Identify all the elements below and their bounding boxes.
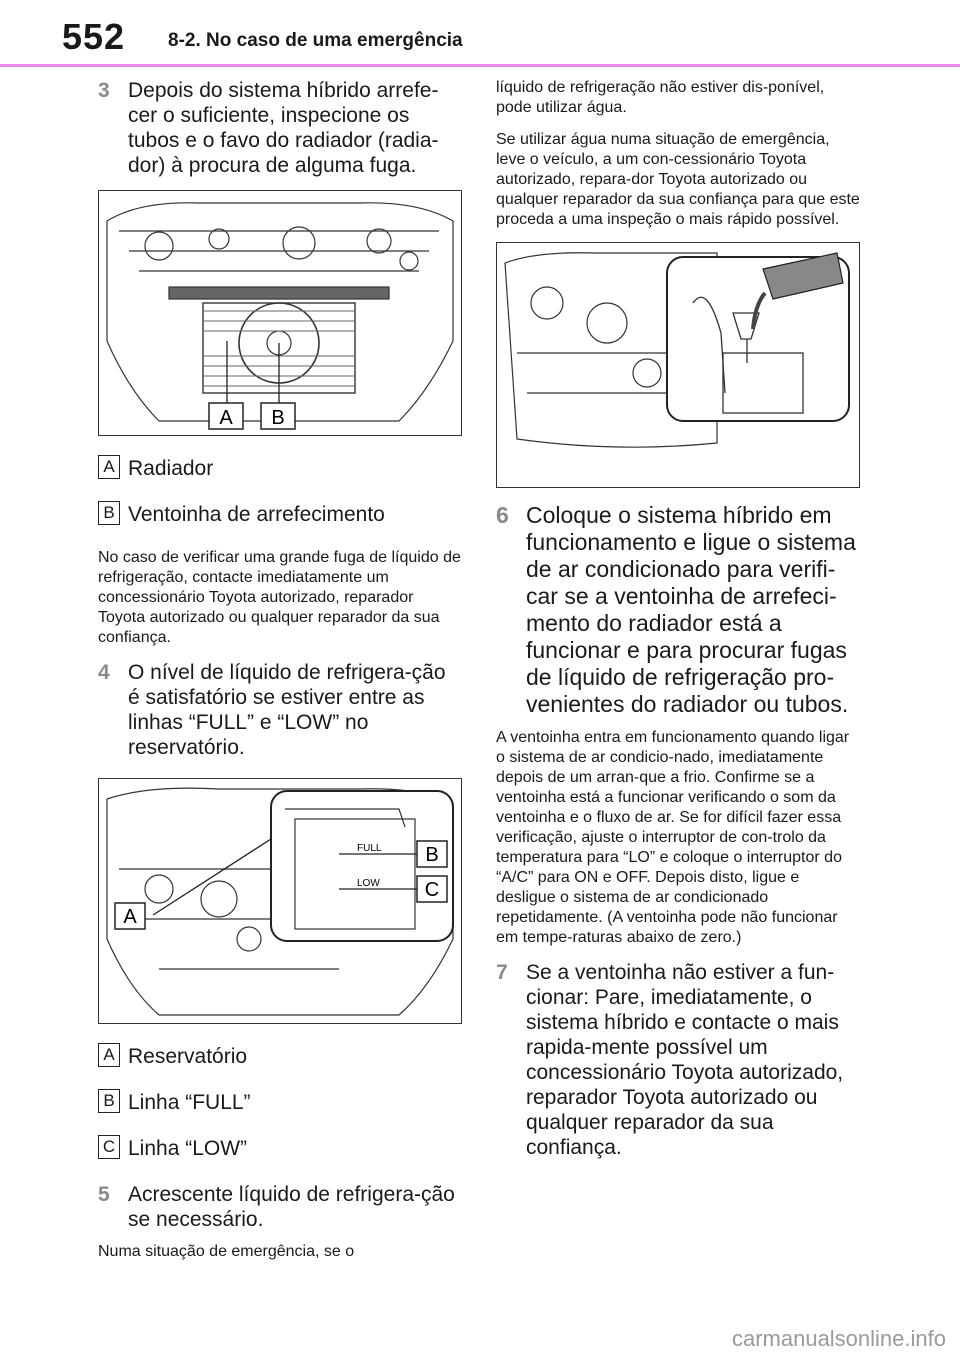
radiator-figure: A B — [98, 190, 462, 436]
step-text: Coloque o sistema híbrido em funcionamen… — [526, 502, 856, 717]
legend-item-low-line: C Linha “LOW” — [98, 1135, 462, 1162]
step-text: O nível de líquido de refrigera-ção é sa… — [128, 661, 446, 759]
full-mark: FULL — [357, 843, 382, 854]
step-text: Se a ventoinha não estiver a fun-cionar:… — [526, 961, 844, 1159]
legend-letter: B — [98, 501, 120, 525]
note-emergency-water: Numa situação de emergência, se o — [98, 1243, 355, 1260]
low-mark: LOW — [357, 878, 380, 889]
legend-item-reservoir: A Reservatório — [98, 1043, 462, 1070]
header-divider — [0, 64, 960, 67]
reservoir-illustration: FULL LOW B C A — [106, 787, 454, 1016]
step-number: 5 — [98, 1183, 110, 1206]
reservoir-figure: FULL LOW B C A — [98, 778, 462, 1024]
note-fan-operation: A ventoinha entra em funcionamento quand… — [496, 729, 850, 946]
note-emergency-water-cont: líquido de refrigeração não estiver dis-… — [496, 79, 825, 116]
step-3: 3 Depois do sistema híbrido arrefe-cer o… — [98, 78, 462, 178]
refill-figure — [496, 242, 860, 488]
figure-label-a: A — [219, 407, 233, 429]
left-column: 3 Depois do sistema híbrido arrefe-cer o… — [98, 78, 462, 1274]
step-number: 3 — [98, 79, 110, 102]
step-text: Depois do sistema híbrido arrefe-cer o s… — [128, 79, 439, 177]
section-title: 8-2. No caso de uma emergência — [168, 30, 463, 51]
refill-illustration — [504, 252, 850, 448]
step-text: Acrescente líquido de refrigera-ção se n… — [128, 1183, 455, 1231]
legend-text: Linha “LOW” — [128, 1137, 248, 1160]
legend-text: Reservatório — [128, 1045, 248, 1068]
radiator-illustration: A B — [106, 202, 454, 430]
legend-letter: C — [98, 1135, 120, 1159]
step-number: 6 — [496, 502, 509, 528]
right-column: líquido de refrigeração não estiver dis-… — [496, 78, 862, 1170]
step-7: 7 Se a ventoinha não estiver a fun-ciona… — [496, 960, 862, 1160]
legend-item-radiator: A Radiador — [98, 455, 462, 482]
legend-letter: B — [98, 1089, 120, 1113]
step-4: 4 O nível de líquido de refrigera-ção é … — [98, 660, 462, 760]
watermark: carmanualsonline.info — [731, 1326, 946, 1351]
legend-letter: A — [98, 1043, 120, 1067]
legend-letter: A — [98, 455, 120, 479]
figure-label-b: B — [425, 844, 438, 866]
legend-item-fan: B Ventoinha de arrefecimento — [98, 501, 462, 528]
legend-item-full-line: B Linha “FULL” — [98, 1089, 462, 1116]
note-coolant-leak: No caso de verificar uma grande fuga de … — [98, 549, 461, 646]
note-water-inspection: Se utilizar água numa situação de emergê… — [496, 131, 860, 228]
figure-label-a: A — [123, 906, 137, 928]
step-number: 4 — [98, 661, 110, 684]
page-header: 552 8-2. No caso de uma emergência — [0, 0, 960, 70]
step-number: 7 — [496, 961, 508, 984]
step-6: 6 Coloque o sistema híbrido em funcionam… — [496, 502, 862, 718]
legend-text: Radiador — [128, 457, 214, 480]
page-number: 552 — [62, 16, 126, 57]
legend-text: Linha “FULL” — [128, 1091, 251, 1114]
legend-text: Ventoinha de arrefecimento — [128, 503, 385, 526]
step-5: 5 Acrescente líquido de refrigera-ção se… — [98, 1182, 462, 1232]
figure-label-c: C — [425, 879, 439, 901]
figure-label-b: B — [271, 407, 284, 429]
